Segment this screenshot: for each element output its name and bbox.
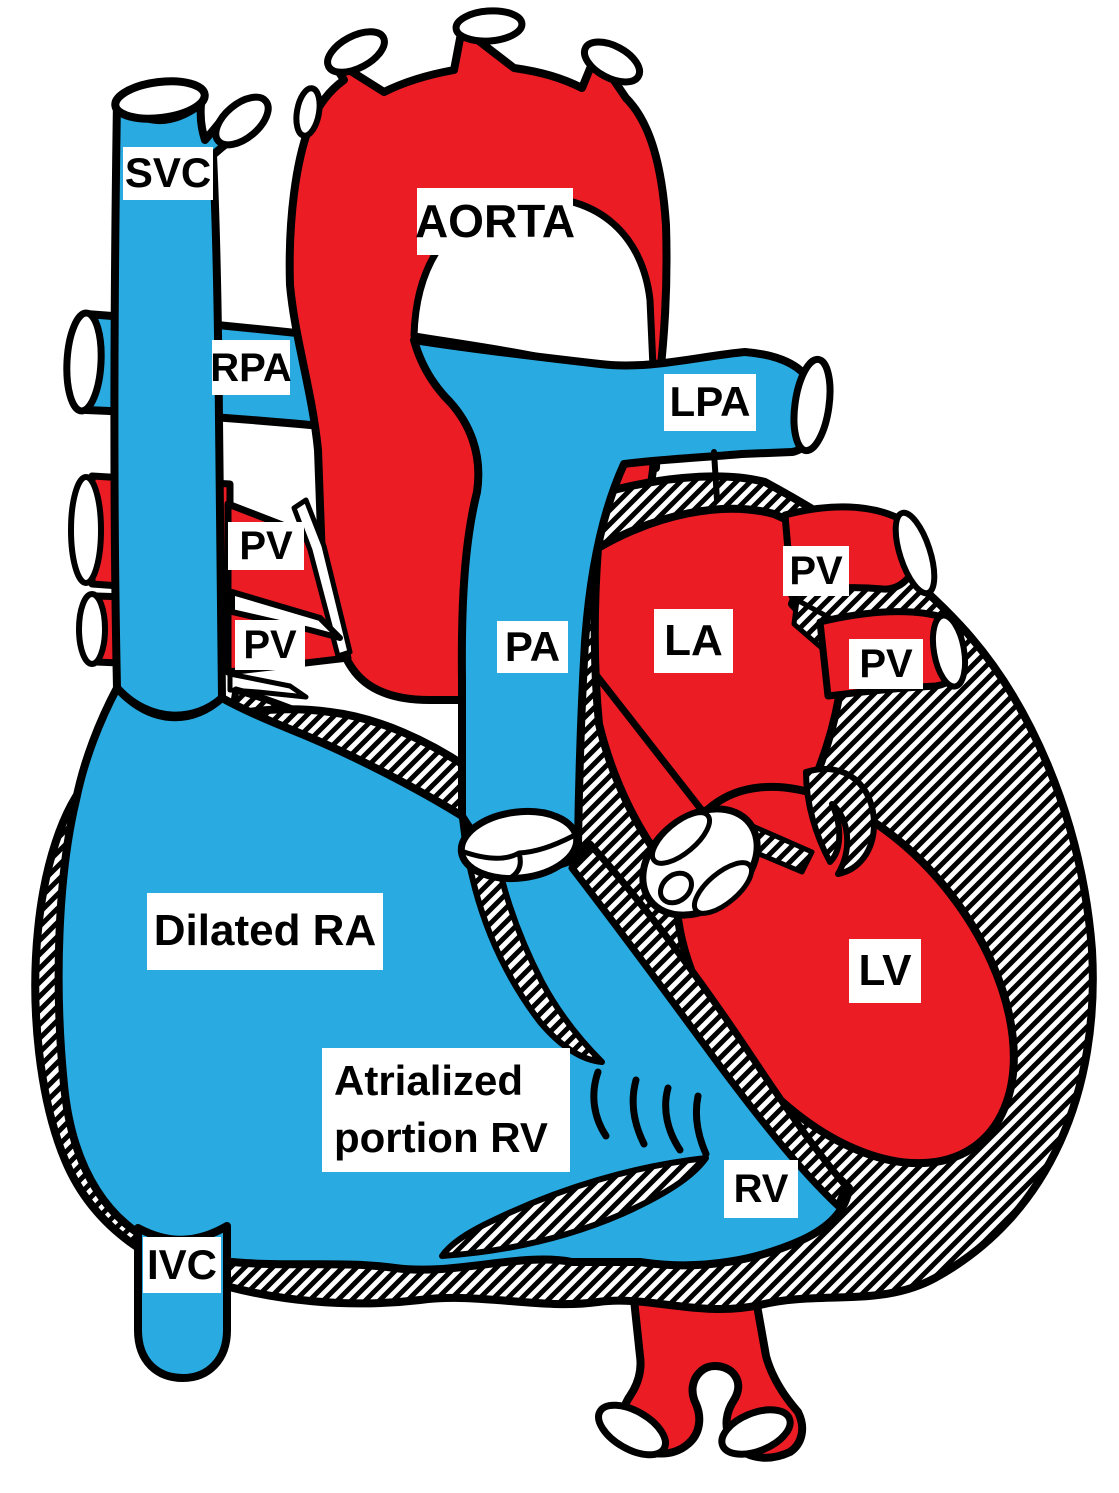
label-pv-left-upper: PV xyxy=(228,522,304,570)
label-rpa: RPA xyxy=(210,340,292,395)
descending-aorta-right-opening xyxy=(718,1406,794,1458)
label-dilated-ra: Dilated RA xyxy=(147,893,383,970)
rpa-opening xyxy=(63,309,105,415)
right-pv-lower-opening xyxy=(929,612,969,690)
aorta-branch2-opening xyxy=(452,7,526,45)
descending-aorta-left-opening xyxy=(595,1401,669,1459)
aorta-branch3-opening xyxy=(580,38,644,86)
left-pv-gap xyxy=(229,589,343,641)
ventricular-septum xyxy=(568,840,850,1210)
label-la: LA xyxy=(654,609,733,673)
label-svc: SVC xyxy=(123,147,213,200)
mitral-valve xyxy=(639,805,761,919)
descending-aorta xyxy=(595,1258,807,1462)
left-pv-lower-opening xyxy=(76,591,108,667)
label-rv: RV xyxy=(724,1160,798,1218)
label-pv-left-lower: PV xyxy=(235,620,305,670)
aorta-small-stub xyxy=(293,85,323,139)
label-atrialized-line2: portion RV xyxy=(334,1114,548,1161)
label-pa: PA xyxy=(497,621,568,673)
right-atrium-chamber xyxy=(54,684,853,1274)
ligamentum-line xyxy=(711,449,720,503)
label-aorta: AORTA xyxy=(415,188,575,255)
svc-vessel xyxy=(110,77,272,720)
left-pv-upper-opening xyxy=(68,474,104,586)
pulmonary-valve xyxy=(457,807,581,883)
label-atrialized-line1: Atrialized xyxy=(334,1057,524,1105)
aorta-branch1-opening xyxy=(324,28,388,76)
tricuspid-leaflet-spike xyxy=(439,1155,709,1259)
svc-branch-opening xyxy=(212,93,272,149)
right-pv-upper-opening xyxy=(892,509,938,597)
label-pv-right-upper: PV xyxy=(783,546,849,596)
lv-wall-hook xyxy=(803,766,877,877)
label-lpa: LPA xyxy=(664,374,756,431)
label-lv: LV xyxy=(849,939,921,1003)
label-atrialized-portion-rv: Atrialized portion RV xyxy=(322,1048,570,1172)
label-ivc: IVC xyxy=(143,1237,221,1293)
label-pv-right-lower: PV xyxy=(849,639,923,689)
lpa-opening xyxy=(790,355,834,455)
svc-opening xyxy=(111,77,209,123)
pa-lpa-vessel xyxy=(410,336,834,871)
